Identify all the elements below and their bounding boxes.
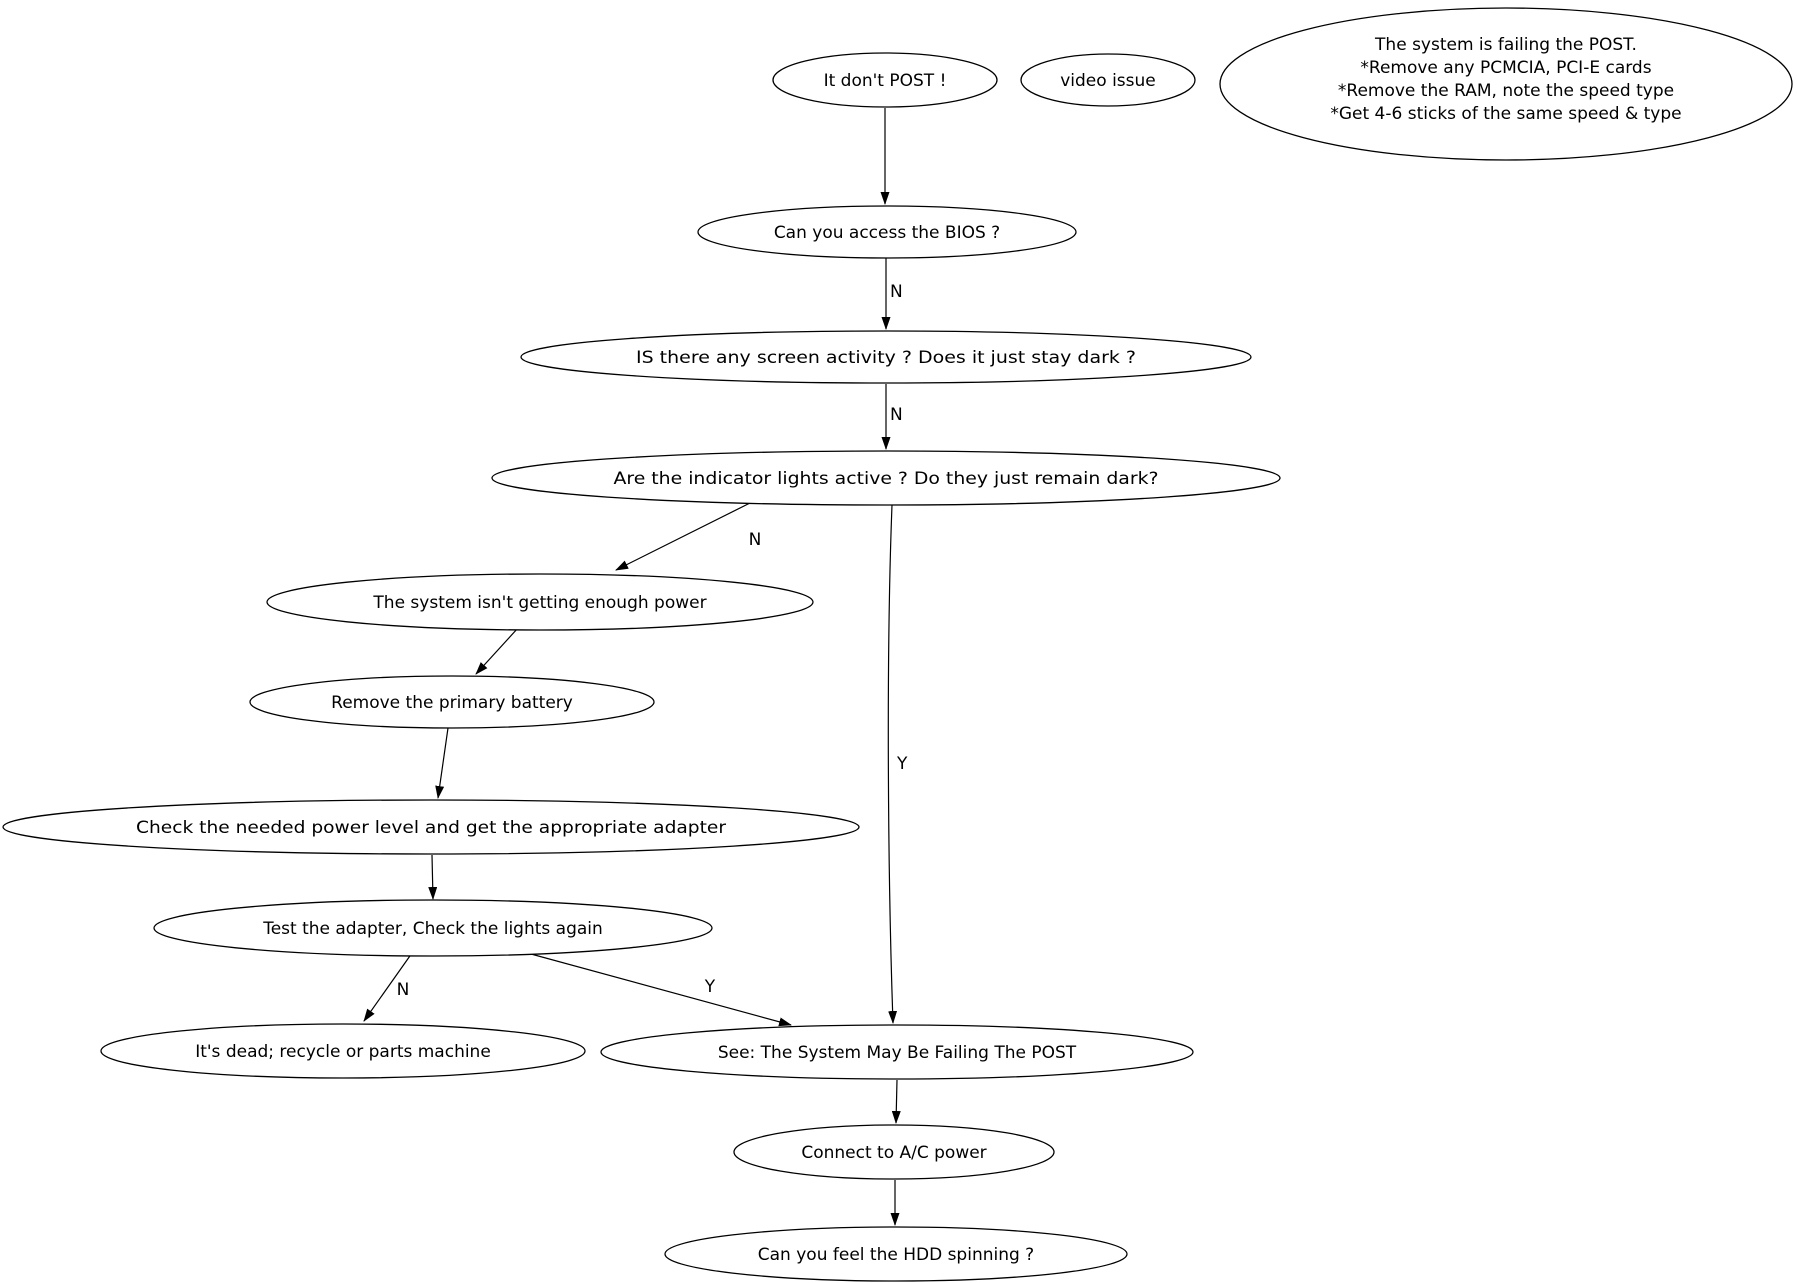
node-it-dont-post: It don't POST ! [772, 52, 998, 108]
annotation-line: *Remove any PCMCIA, PCI-E cards [1360, 58, 1651, 78]
edge-test-to-seepost [519, 950, 792, 1027]
edge-label-screen-n: N [890, 405, 903, 425]
node-not-enough-power: The system isn't getting enough power [266, 573, 814, 631]
node-post-annotation: The system is failing the POST. *Remove … [1219, 7, 1793, 161]
edge-label-test-y: Y [704, 977, 716, 997]
node-label: Can you feel the HDD spinning ? [758, 1245, 1034, 1265]
edge-label-lights-n: N [749, 530, 762, 550]
node-indicator-lights: Are the indicator lights active ? Do the… [491, 450, 1281, 506]
node-ellipse [600, 1024, 1194, 1080]
node-label: Check the needed power level and get the… [136, 818, 726, 838]
edge-lights-to-power [615, 502, 751, 571]
node-ellipse [1020, 53, 1196, 107]
node-label: Remove the primary battery [331, 693, 573, 713]
node-ellipse [491, 450, 1281, 506]
edge-label-test-n: N [397, 980, 410, 1000]
node-label: See: The System May Be Failing The POST [718, 1043, 1077, 1063]
edge-adapter-to-test [428, 854, 438, 900]
node-label: IS there any screen activity ? Does it j… [636, 348, 1136, 368]
annotation-line: *Get 4-6 sticks of the same speed & type [1330, 104, 1681, 124]
node-ellipse [772, 52, 998, 108]
node-dead-recycle: It's dead; recycle or parts machine [100, 1023, 586, 1079]
nodes-layer: It don't POST ! video issue The system i… [2, 7, 1793, 1282]
node-hdd-spinning: Can you feel the HDD spinning ? [664, 1226, 1128, 1282]
node-screen-activity: IS there any screen activity ? Does it j… [520, 330, 1252, 384]
edge-labels-layer: N N N Y N Y [397, 282, 908, 1000]
node-ellipse [520, 330, 1252, 384]
node-ellipse [733, 1124, 1055, 1180]
node-label: Test the adapter, Check the lights again [262, 919, 603, 939]
edge-test-to-dead [363, 952, 413, 1022]
edge-power-to-battery [475, 627, 519, 675]
edge-label-bios-n: N [890, 282, 903, 302]
node-ellipse [697, 205, 1077, 259]
edges-layer [363, 108, 901, 1226]
annotation-line: *Remove the RAM, note the speed type [1338, 81, 1674, 101]
node-remove-battery: Remove the primary battery [249, 675, 655, 729]
node-ellipse [153, 899, 713, 957]
node-label: Are the indicator lights active ? Do the… [614, 469, 1159, 489]
node-ellipse [664, 1226, 1128, 1282]
edge-label-lights-y: Y [896, 754, 908, 774]
node-label: It's dead; recycle or parts machine [195, 1042, 491, 1062]
node-ellipse [266, 573, 814, 631]
node-video-issue: video issue [1020, 53, 1196, 107]
annotation-line: The system is failing the POST. [1374, 35, 1637, 55]
edge-battery-to-adapter [435, 727, 449, 799]
edge-seepost-to-ac [891, 1079, 901, 1124]
node-access-bios: Can you access the BIOS ? [697, 205, 1077, 259]
node-label: video issue [1060, 71, 1156, 91]
node-see-failing-post: See: The System May Be Failing The POST [600, 1024, 1194, 1080]
node-label: It don't POST ! [824, 71, 947, 91]
node-label: Connect to A/C power [801, 1143, 986, 1163]
node-label: Can you access the BIOS ? [774, 223, 1000, 243]
node-connect-ac: Connect to A/C power [733, 1124, 1055, 1180]
node-ellipse [1219, 7, 1793, 161]
node-ellipse [249, 675, 655, 729]
edge-lights-to-seepost [887, 504, 898, 1024]
node-ellipse [100, 1023, 586, 1079]
node-ellipse [2, 799, 860, 855]
node-label: The system isn't getting enough power [372, 593, 706, 613]
node-check-power-level: Check the needed power level and get the… [2, 799, 860, 855]
node-test-adapter: Test the adapter, Check the lights again [153, 899, 713, 957]
